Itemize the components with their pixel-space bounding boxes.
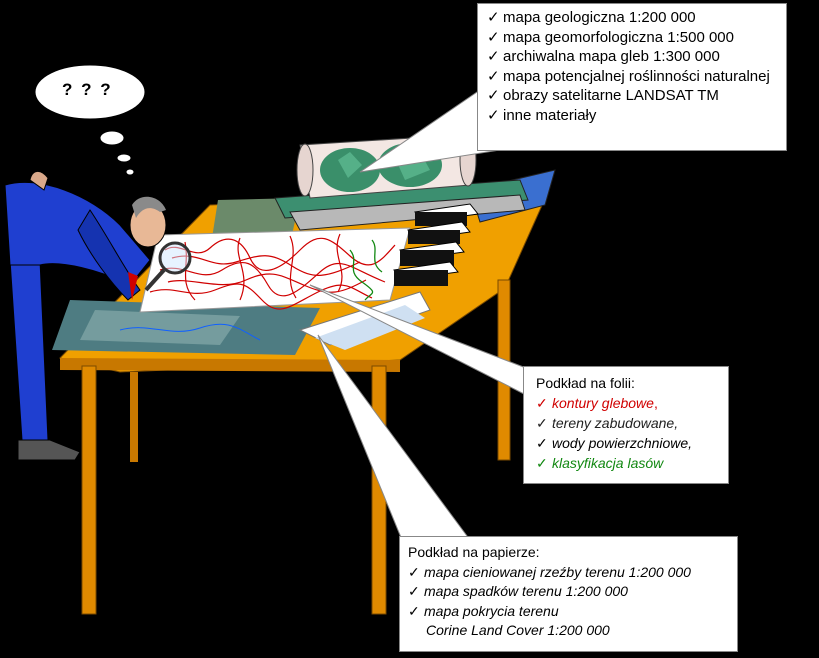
check-icon: ✓: [487, 67, 500, 85]
check-icon: ✓: [408, 563, 420, 580]
check-icon: ✓: [408, 583, 420, 599]
satellite-image-texture: [80, 310, 240, 345]
source-item: ✓archiwalna mapa gleb 1:300 000: [487, 47, 786, 67]
foil-item-suffix: ,: [653, 395, 658, 411]
source-item-label: mapa potencjalnej roślinności naturalnej: [503, 67, 770, 85]
source-item-label: archiwalna mapa gleb 1:300 000: [503, 48, 720, 65]
foil-item-label: klasyfikacja lasów: [552, 455, 664, 471]
paper-item-label: mapa spadków terenu 1:200 000: [424, 583, 628, 599]
table-leg-back-left: [130, 372, 138, 462]
check-icon: ✓: [487, 28, 500, 46]
foil-item-label: kontury glebowe: [552, 395, 654, 411]
check-icon: ✓: [536, 455, 548, 471]
source-item-label: obrazy satelitarne LANDSAT TM: [503, 87, 719, 104]
forest-lines: [349, 239, 383, 301]
check-icon: ✓: [487, 48, 500, 65]
thought-bubble: [34, 64, 146, 176]
source-item: ✓mapa geomorfologiczna 1:500 000: [487, 28, 786, 48]
foil-item-forest: ✓klasyfikacja lasów: [536, 453, 728, 473]
foil-title: Podkład na folii:: [536, 375, 635, 391]
source-item: ✓mapa geologiczna 1:200 000: [487, 8, 786, 28]
check-icon: ✓: [487, 9, 500, 26]
paper-item-continuation: Corine Land Cover 1:200 000: [408, 621, 737, 641]
paper-item-continuation-label: Corine Land Cover 1:200 000: [426, 622, 610, 638]
table-leg-front-left: [81, 365, 97, 615]
source-item-label: inne materiały: [503, 106, 597, 124]
foil-item-soil: ✓kontury glebowe,: [536, 393, 728, 413]
book-stack: [393, 203, 479, 286]
thought-question-marks: ? ? ?: [62, 80, 113, 99]
paper-item: ✓mapa spadków terenu 1:200 000: [408, 582, 737, 602]
source-item: ✓mapa potencjalnej roślinności naturalne…: [487, 67, 786, 87]
source-item: ✓obrazy satelitarne LANDSAT TM: [487, 86, 786, 106]
check-icon: ✓: [536, 395, 548, 411]
source-item: ✓inne materiały: [487, 106, 786, 126]
paper-item: ✓mapa cieniowanej rzeźby terenu 1:200 00…: [408, 563, 737, 583]
source-item-label: mapa geomorfologiczna 1:500 000: [503, 28, 734, 46]
paper-sheet-2: [315, 305, 425, 350]
source-item-label: mapa geologiczna 1:200 000: [503, 9, 696, 26]
foil-callout: Podkład na folii: ✓kontury glebowe, ✓ter…: [523, 366, 729, 484]
paper-item-label: mapa cieniowanej rzeźby terenu 1:200 000: [424, 563, 691, 580]
foil-item-built: ✓tereny zabudowane,: [536, 413, 728, 433]
foil-item-label: tereny zabudowane,: [552, 415, 679, 431]
paper-item: ✓mapa pokrycia terenu: [408, 602, 737, 622]
paper-item-label: mapa pokrycia terenu: [424, 602, 559, 619]
check-icon: ✓: [536, 435, 548, 451]
soil-contours: [149, 233, 396, 310]
sources-callout: ✓mapa geologiczna 1:200 000 ✓mapa geomor…: [477, 3, 787, 151]
paper-callout: Podkład na papierze: ✓mapa cieniowanej r…: [399, 536, 738, 652]
water-lines: [119, 323, 261, 341]
person: [4, 171, 192, 461]
check-icon: ✓: [536, 415, 548, 431]
satellite-image-back: [212, 198, 300, 238]
check-icon: ✓: [487, 87, 500, 104]
folder-grey: [289, 194, 526, 231]
check-icon: ✓: [408, 602, 420, 619]
foil-item-water: ✓wody powierzchniowe,: [536, 433, 728, 453]
paper-title: Podkład na papierze:: [408, 544, 540, 560]
check-icon: ✓: [487, 106, 500, 124]
table-front-edge: [60, 358, 400, 372]
foil-item-label: wody powierzchniowe,: [552, 435, 693, 451]
